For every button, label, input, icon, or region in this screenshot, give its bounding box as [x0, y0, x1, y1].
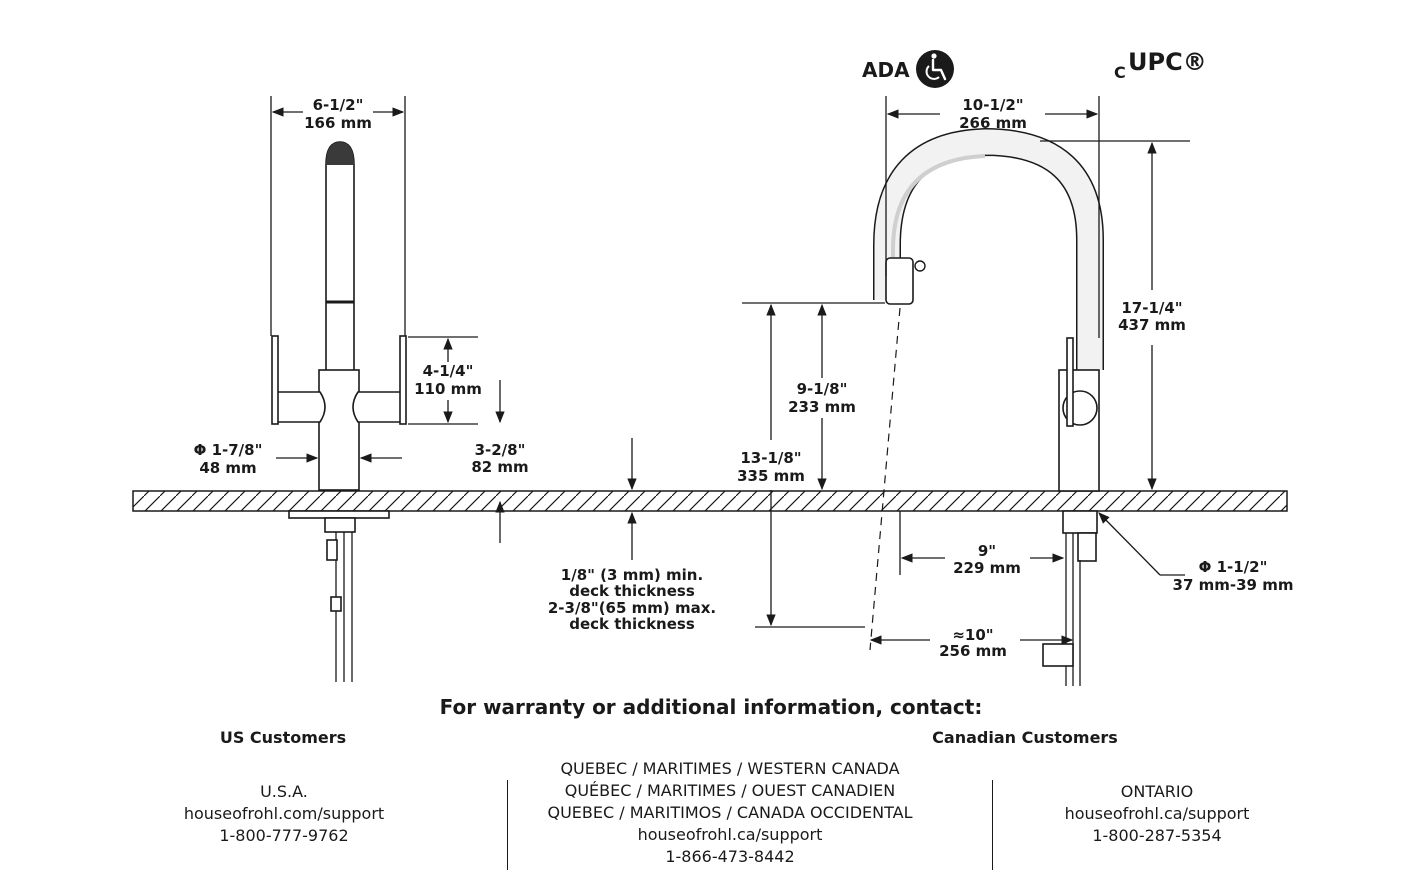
left-base-diameter-metric: 48 mm: [199, 459, 256, 477]
deck-text-3: 2-3/8"(65 mm) max.: [548, 599, 716, 617]
quebec-contact-block: QUEBEC / MARITIMES / WESTERN CANADA QUÉB…: [514, 758, 946, 868]
ontario-phone[interactable]: 1-800-287-5354: [1092, 826, 1222, 845]
us-region: U.S.A.: [260, 782, 308, 801]
deck-text-1: 1/8" (3 mm) min.: [561, 566, 703, 584]
quebec-region-2: QUÉBEC / MARITIMES / OUEST CANADIEN: [564, 781, 896, 800]
left-base-diameter-imperial: Φ 1-7/8": [194, 441, 263, 459]
right-total-height-imperial: 17-1/4": [1121, 299, 1182, 317]
quebec-region-1: QUEBEC / MARITIMES / WESTERN CANADA: [560, 759, 900, 778]
left-width-imperial: 6-1/2": [313, 96, 364, 114]
right-dimension-lines: [742, 96, 1190, 645]
left-base-height-metric: 82 mm: [471, 458, 528, 476]
right-spray-height-imperial: 13-1/8": [740, 449, 801, 467]
us-web-link[interactable]: houseofrohl.com/support: [183, 804, 385, 823]
certifications: ADA C UPC®: [862, 48, 1207, 88]
canadian-customers-heading: Canadian Customers: [932, 728, 1118, 747]
deck-text-4: deck thickness: [569, 615, 695, 633]
right-width-metric: 266 mm: [959, 114, 1027, 132]
left-faucet: [271, 141, 407, 682]
ontario-contact-block: ONTARIO houseofrohl.ca/support 1-800-287…: [1007, 781, 1307, 847]
right-reach-metric: 229 mm: [953, 559, 1021, 577]
left-base-height-imperial: 3-2/8": [475, 441, 526, 459]
quebec-web-link[interactable]: houseofrohl.ca/support: [637, 825, 823, 844]
right-dimension-labels: 10-1/2" 266 mm 17-1/4" 437 mm 9-1/8" 233…: [737, 96, 1293, 660]
quebec-region-3: QUEBEC / MARITIMOS / CANADA OCCIDENTAL: [547, 803, 913, 822]
right-spray-reach-metric: 256 mm: [939, 642, 1007, 660]
technical-drawing: 6-1/2" 166 mm 4-1/4" 110 mm Φ 1-7/8" 48 …: [132, 48, 1293, 686]
left-width-metric: 166 mm: [304, 114, 372, 132]
right-spout-height-imperial: 9-1/8": [797, 380, 848, 398]
right-spray-height-metric: 335 mm: [737, 467, 805, 485]
deck-text-2: deck thickness: [569, 582, 695, 600]
cupc-mark: UPC®: [1128, 48, 1207, 76]
us-phone[interactable]: 1-800-777-9762: [219, 826, 349, 845]
left-dimension-lines: [270, 96, 637, 560]
right-total-height-metric: 437 mm: [1118, 316, 1186, 334]
right-spout-height-metric: 233 mm: [788, 398, 856, 416]
right-spray-reach-imperial: ≈10": [952, 626, 993, 644]
separator-1: [507, 780, 508, 870]
ontario-region: ONTARIO: [1120, 782, 1194, 801]
left-handle-height-metric: 110 mm: [414, 380, 482, 398]
right-hole-diameter-imperial: Φ 1-1/2": [1199, 558, 1268, 576]
left-dimension-labels: 6-1/2" 166 mm 4-1/4" 110 mm Φ 1-7/8" 48 …: [194, 96, 717, 633]
right-width-imperial: 10-1/2": [962, 96, 1023, 114]
wheelchair-icon: [916, 50, 954, 88]
cupc-prefix: C: [1114, 63, 1126, 82]
us-contact-block: U.S.A. houseofrohl.com/support 1-800-777…: [134, 781, 434, 847]
contact-heading: For warranty or additional information, …: [439, 695, 983, 719]
left-handle-height-imperial: 4-1/4": [423, 362, 474, 380]
separator-2: [992, 780, 993, 870]
ada-label: ADA: [862, 58, 910, 82]
right-hole-diameter-metric: 37 mm-39 mm: [1173, 576, 1294, 594]
right-reach-imperial: 9": [978, 542, 996, 560]
quebec-phone[interactable]: 1-866-473-8442: [665, 847, 795, 866]
us-customers-heading: US Customers: [219, 728, 347, 747]
countertop: [132, 490, 1288, 512]
ontario-web-link[interactable]: houseofrohl.ca/support: [1064, 804, 1250, 823]
right-faucet: [869, 127, 1104, 686]
